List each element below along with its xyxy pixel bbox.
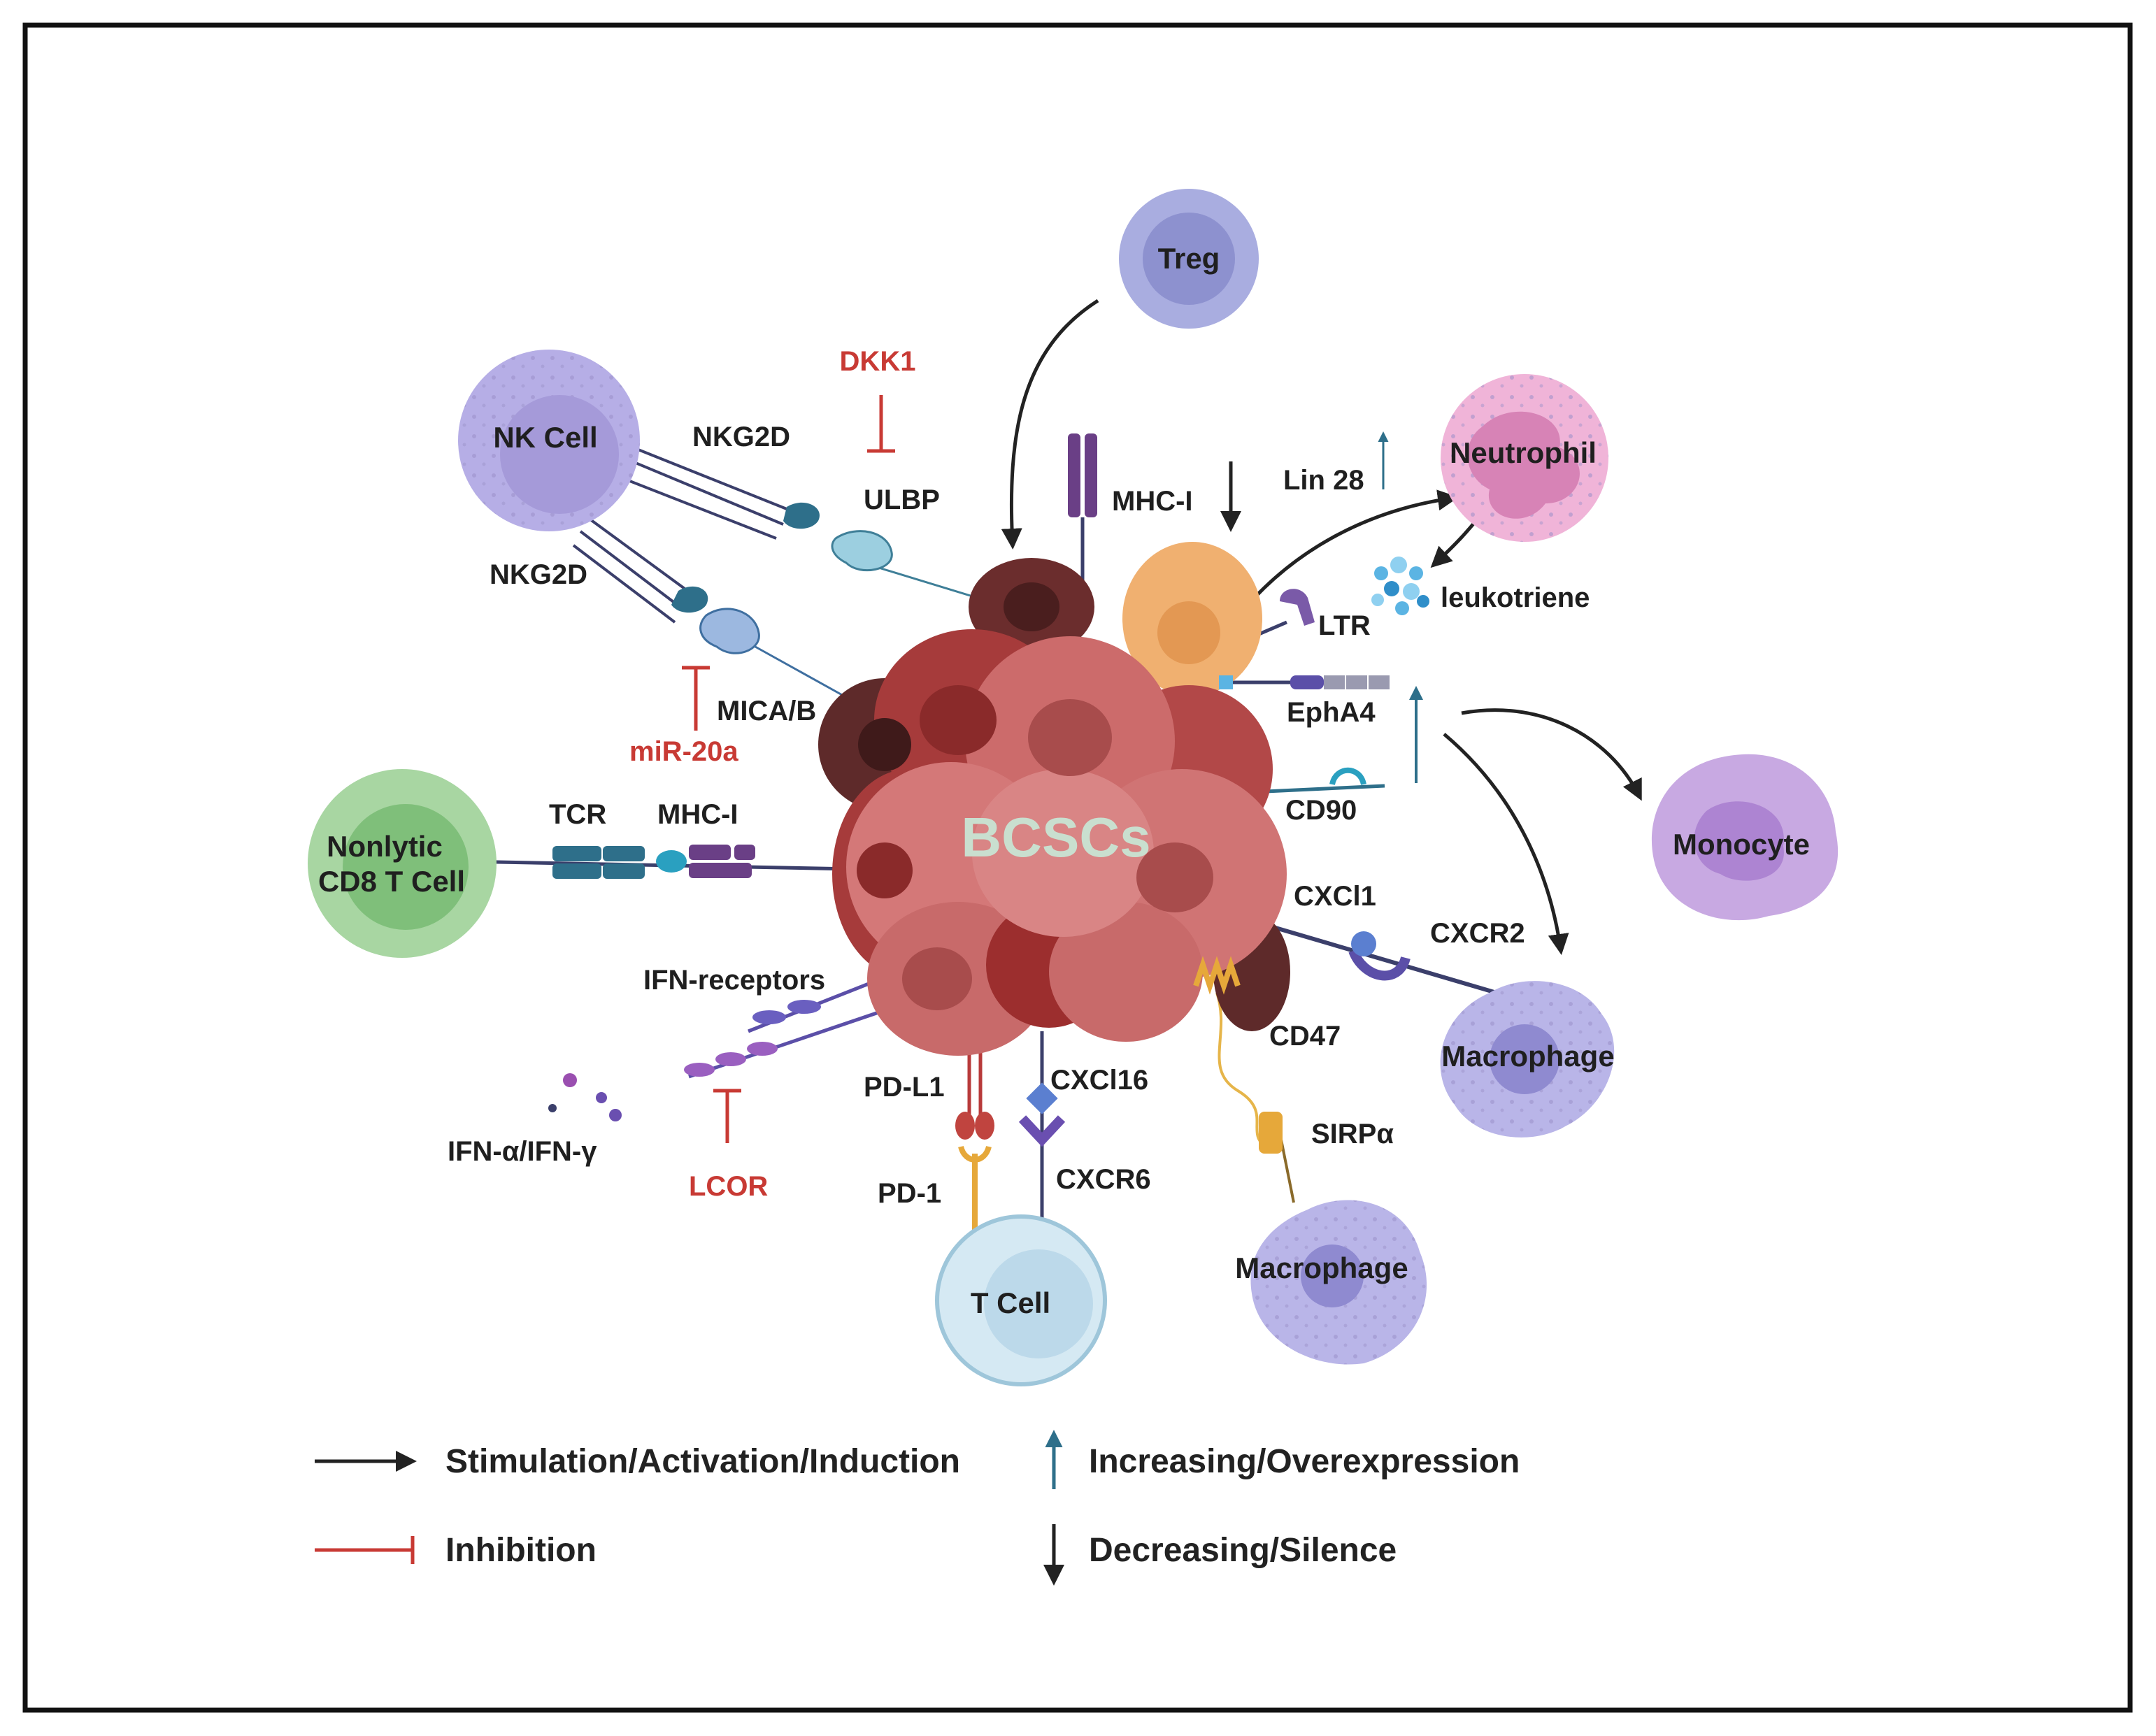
ulbp-icon	[831, 530, 893, 572]
ifn-receptors-label: IFN-receptors	[643, 965, 825, 996]
cd8-label-line2: CD8 T Cell	[318, 865, 465, 898]
cxcr6-label: CXCR6	[1056, 1164, 1151, 1195]
cxcl16-label: CXCl16	[1050, 1065, 1148, 1096]
sirpa-label: SIRPα	[1311, 1119, 1394, 1149]
cxcr2-icon	[1348, 931, 1411, 981]
nkg2d-top-head	[783, 502, 820, 529]
ifn-molecules-icon	[548, 1073, 622, 1121]
cd47-sirpa-link	[1215, 992, 1267, 1148]
neutrophil-arrow	[1243, 489, 1459, 610]
cd90-label: CD90	[1285, 795, 1357, 826]
bcsc-tumor-mass: BCSCs	[818, 542, 1290, 1056]
pd-l1-icon	[955, 1112, 994, 1140]
monocyte-label: Monocyte	[1673, 828, 1810, 861]
lcor-inhibition	[713, 1089, 741, 1143]
legend: Stimulation/Activation/Induction Inhibit…	[315, 1430, 1520, 1586]
mica-b-label: MICA/B	[717, 696, 816, 726]
tcr-label: TCR	[549, 799, 606, 830]
cxcl1-connection	[1258, 921, 1497, 995]
macrophage-right-cell: Macrophage	[1440, 981, 1615, 1138]
bcscs-label: BCSCs	[961, 806, 1150, 868]
pd-1-icon	[958, 1145, 992, 1163]
cd90-icon	[1329, 767, 1366, 786]
mhc1-top-label: MHC-I	[1112, 486, 1193, 517]
ltr-label: LTR	[1318, 610, 1371, 641]
cxcl16-cxcr6-icon	[1018, 1082, 1066, 1147]
tcr-mhc-icon	[552, 845, 755, 879]
monocyte-cell: Monocyte	[1651, 754, 1839, 921]
nkg2d-left-label: NKG2D	[490, 559, 587, 590]
legend-inhibition-label: Inhibition	[445, 1532, 597, 1569]
macrophage-bottom-label: Macrophage	[1235, 1251, 1408, 1284]
mhc1-left-label: MHC-I	[657, 799, 738, 830]
mir20a-inhibition	[682, 666, 710, 731]
ifn-receptor-icons	[684, 1000, 821, 1077]
cxcr2-label: CXCR2	[1430, 918, 1525, 949]
ltr-icon	[1280, 589, 1315, 626]
mica-icon	[699, 608, 760, 654]
cd47-icon	[1193, 956, 1241, 995]
monocyte-arrow	[1461, 708, 1642, 801]
nkg2d-top-label: NKG2D	[692, 422, 790, 452]
mir20a-label: miR-20a	[629, 736, 738, 767]
leukotriene-icon	[1371, 557, 1429, 615]
molecule-labels: DKK1 NKG2D NKG2D ULBP MHC-I Lin 28 LTR l…	[448, 346, 1590, 1209]
nk-cell: NK Cell	[458, 350, 640, 531]
epha4-label: EphA4	[1287, 697, 1376, 728]
legend-increasing-label: Increasing/Overexpression	[1089, 1443, 1520, 1480]
ulbp-label: ULBP	[864, 485, 940, 515]
ifn-ag-label: IFN-α/IFN-γ	[448, 1136, 597, 1167]
cd90-link	[1265, 784, 1385, 794]
macrophage-bottom-cell: Macrophage	[1235, 1200, 1427, 1365]
macrophage-arrow	[1443, 733, 1569, 955]
epha4-icon	[1219, 675, 1390, 689]
cd47-label: CD47	[1269, 1021, 1341, 1052]
treg-cell: Treg	[1119, 189, 1259, 329]
legend-stimulation-label: Stimulation/Activation/Induction	[445, 1443, 960, 1480]
macrophage-right-label: Macrophage	[1441, 1040, 1614, 1073]
leukotriene-label: leukotriene	[1441, 582, 1590, 613]
mica-tether	[755, 645, 850, 701]
sirpa-icon	[1259, 1112, 1283, 1154]
cd8-t-cell: Nonlytic CD8 T Cell	[308, 769, 497, 958]
cd8-label-line1: Nonlytic	[327, 830, 443, 863]
t-cell: T Cell	[935, 1214, 1107, 1386]
lin28-label: Lin 28	[1283, 465, 1364, 496]
dkk1-label: DKK1	[840, 346, 916, 377]
legend-inhibition-symbol	[315, 1536, 415, 1564]
pd-1-label: PD-1	[878, 1178, 941, 1209]
t-cell-label: T Cell	[971, 1286, 1050, 1319]
nkg2d-receptors	[572, 439, 791, 624]
nkg2d-left-head	[671, 586, 708, 613]
neutrophil-cell: Neutrophil	[1441, 374, 1608, 542]
cxcl1-label: CXCl1	[1294, 881, 1376, 912]
legend-decreasing-label: Decreasing/Silence	[1089, 1532, 1397, 1569]
mhc1-top-icon	[1068, 433, 1097, 517]
dkk1-inhibition	[867, 395, 895, 453]
connections	[461, 299, 1642, 1238]
treg-label: Treg	[1158, 242, 1220, 275]
pd-l1-label: PD-L1	[864, 1072, 945, 1103]
lcor-label: LCOR	[689, 1171, 768, 1202]
treg-arrow	[1001, 299, 1099, 550]
nk-cell-label: NK Cell	[493, 421, 597, 454]
neutrophil-label: Neutrophil	[1450, 436, 1597, 469]
